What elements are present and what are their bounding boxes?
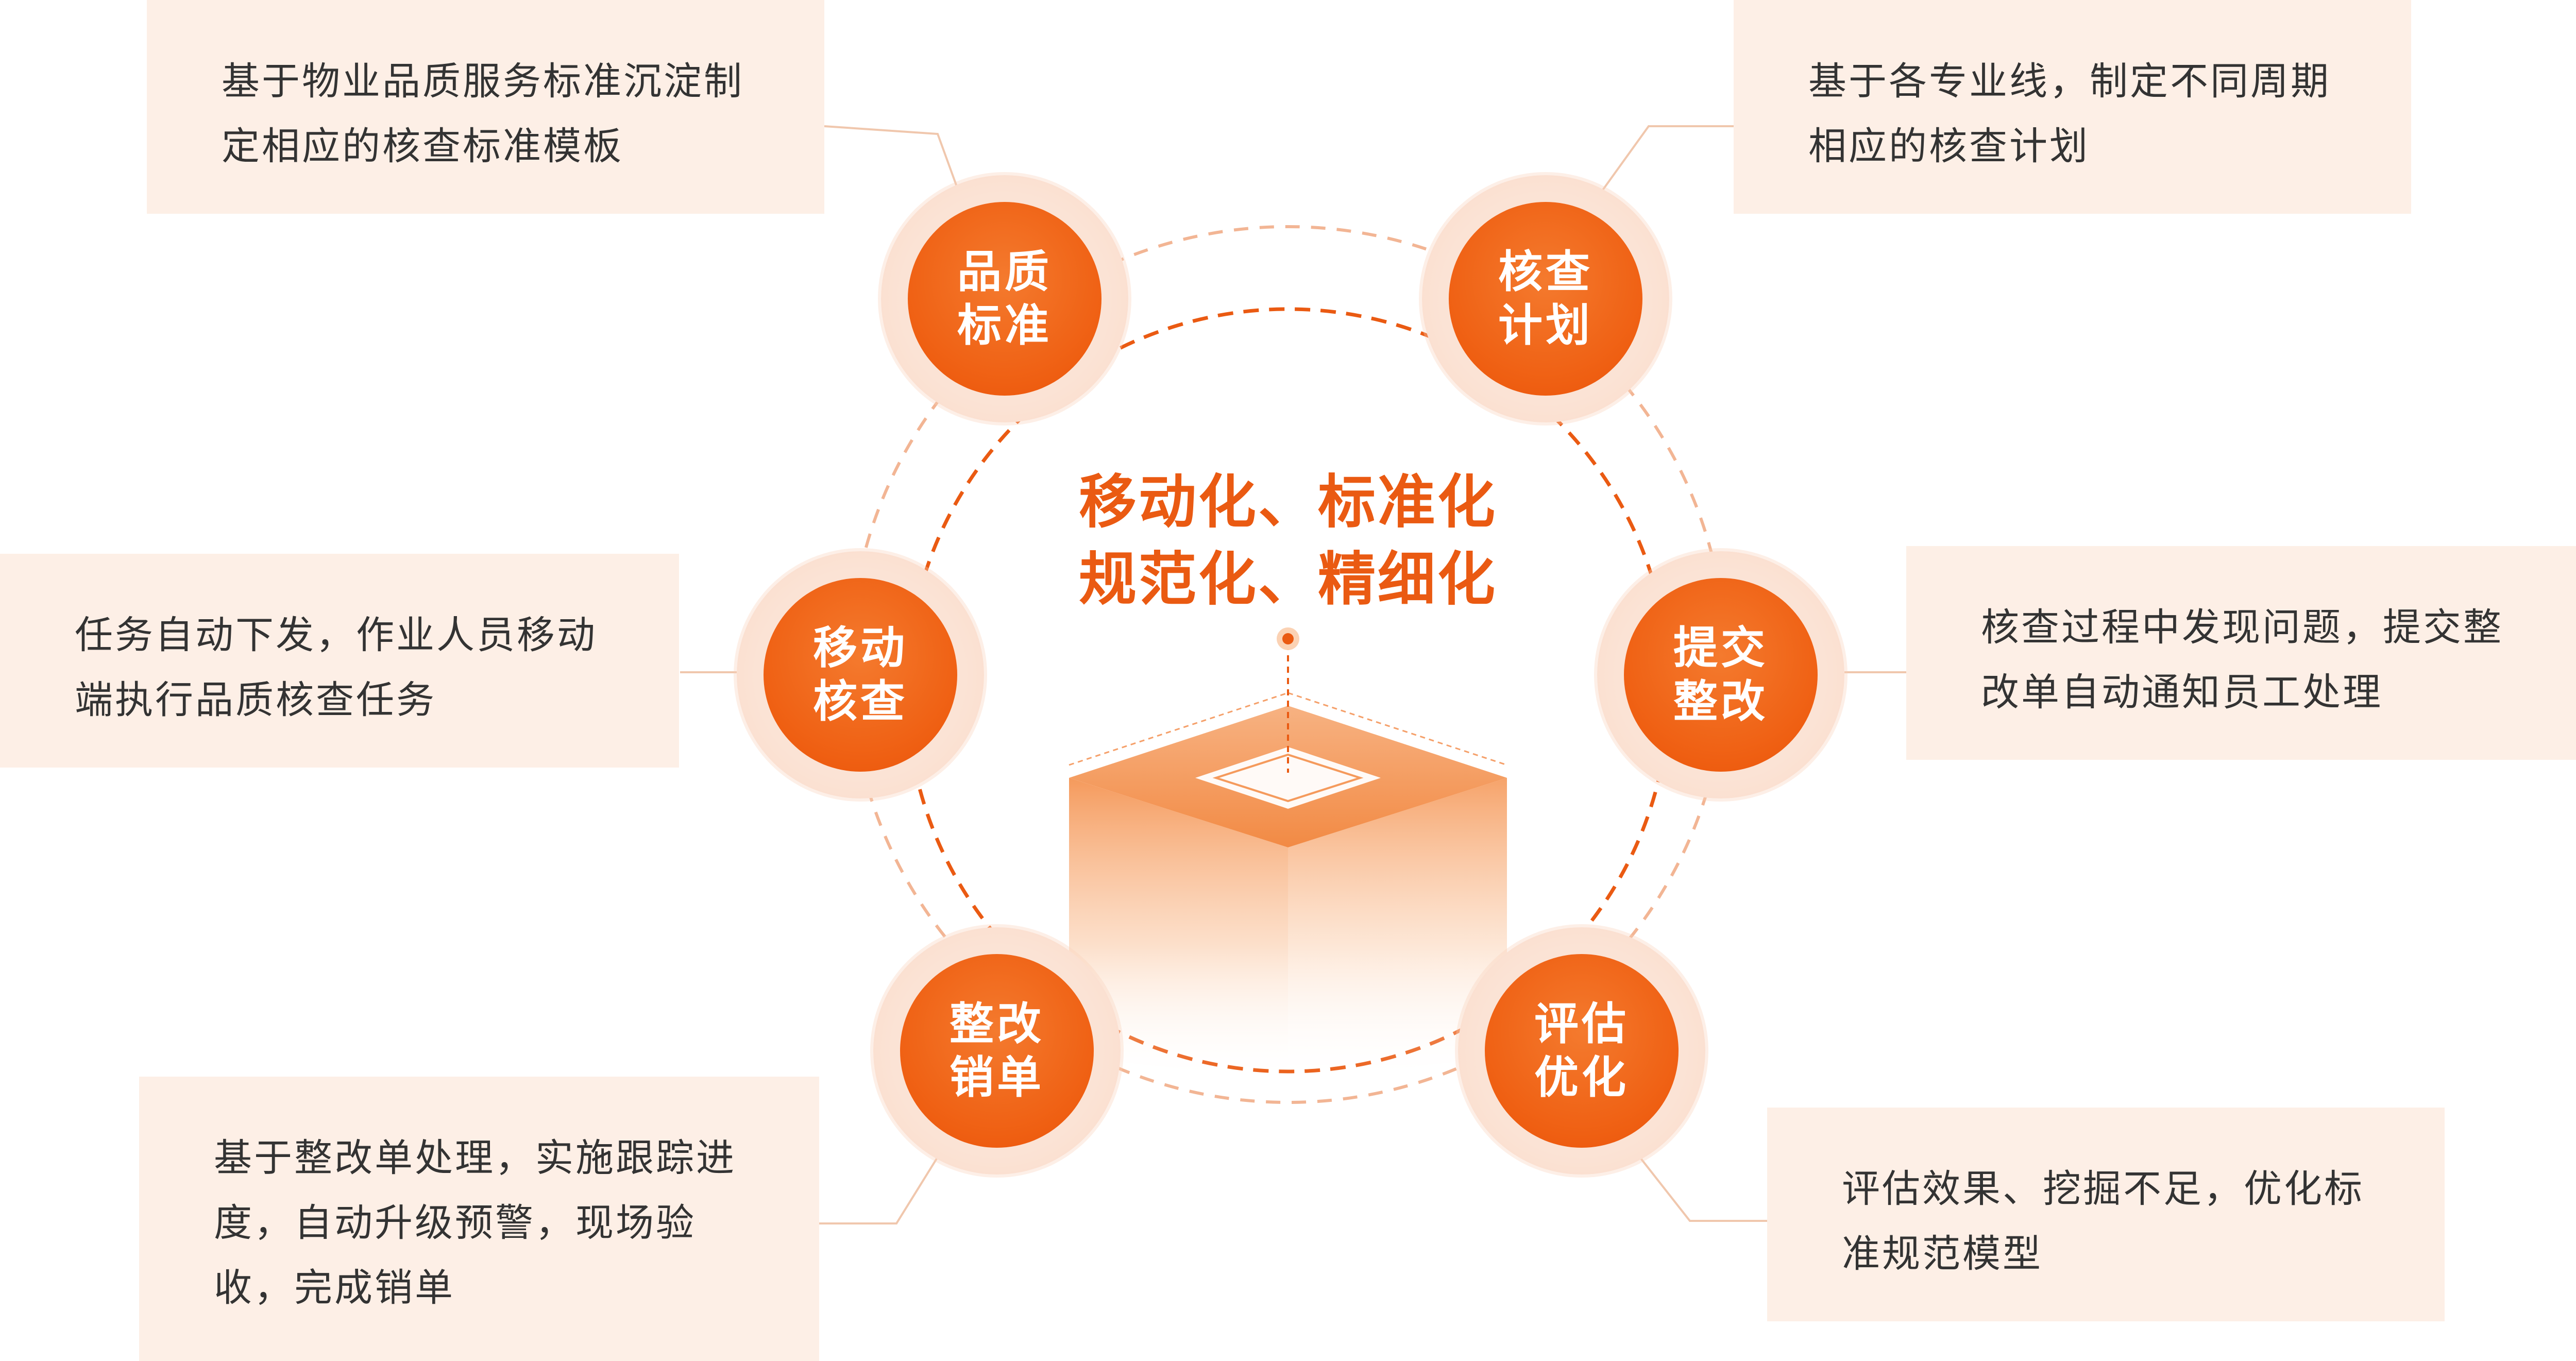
desc-line: 基于各专业线，制定不同周期 bbox=[1808, 59, 2331, 104]
node-evaluate-optimize[interactable]: 评估 优化 bbox=[1458, 927, 1705, 1175]
node-label-line2: 核查 bbox=[813, 676, 908, 727]
node-label-line1: 核查 bbox=[1498, 246, 1593, 298]
node-label-line1: 整改 bbox=[950, 998, 1044, 1050]
desc-line: 度，自动升级预警，现场验 bbox=[214, 1201, 696, 1245]
desc-line: 基于物业品质服务标准沉淀制 bbox=[222, 59, 744, 104]
node-label-line1: 评估 bbox=[1534, 998, 1629, 1050]
desc-evaluate-optimize: 评估效果、挖掘不足，优化标 准规范模型 bbox=[1767, 1108, 2445, 1321]
connector-rectify-close bbox=[819, 1148, 944, 1224]
connector-quality-standard bbox=[824, 125, 959, 191]
node-label-line2: 计划 bbox=[1498, 300, 1593, 351]
center-title-line2: 规范化、精细化 bbox=[1079, 546, 1497, 613]
connector-evaluate-optimize bbox=[1632, 1148, 1767, 1222]
desc-line: 核查过程中发现问题，提交整 bbox=[1981, 605, 2503, 650]
node-label-line1: 移动 bbox=[813, 622, 908, 674]
desc-mobile-check: 任务自动下发，作业人员移动 端执行品质核查任务 bbox=[0, 554, 679, 768]
node-rectify-close[interactable]: 整改 销单 bbox=[873, 927, 1121, 1175]
desc-line: 端执行品质核查任务 bbox=[75, 678, 436, 722]
node-label-line2: 销单 bbox=[950, 1052, 1044, 1103]
node-rectify-close-circle: 整改 销单 bbox=[900, 954, 1094, 1148]
node-label-line2: 优化 bbox=[1534, 1052, 1629, 1103]
desc-line: 任务自动下发，作业人员移动 bbox=[75, 613, 597, 657]
center-title: 移动化、标准化 规范化、精细化 bbox=[1072, 464, 1504, 618]
desc-line: 基于整改单处理，实施跟踪进 bbox=[214, 1136, 736, 1180]
desc-line: 相应的核查计划 bbox=[1808, 124, 2090, 168]
node-mobile-check[interactable]: 移动 核查 bbox=[737, 551, 984, 798]
node-mobile-check-circle: 移动 核查 bbox=[764, 578, 957, 772]
desc-line: 定相应的核查标准模板 bbox=[222, 124, 623, 168]
desc-quality-standard: 基于物业品质服务标准沉淀制 定相应的核查标准模板 bbox=[147, 0, 824, 214]
node-quality-standard-circle: 品质 标准 bbox=[908, 202, 1101, 396]
node-label-line1: 品质 bbox=[957, 246, 1052, 298]
node-quality-standard[interactable]: 品质 标准 bbox=[881, 175, 1128, 422]
node-check-plan[interactable]: 核查 计划 bbox=[1422, 175, 1669, 422]
node-label-line1: 提交 bbox=[1673, 622, 1768, 674]
node-label-line2: 整改 bbox=[1673, 676, 1768, 727]
node-submit-rectify-circle: 提交 整改 bbox=[1624, 578, 1818, 772]
desc-line: 准规范模型 bbox=[1842, 1232, 2043, 1276]
node-check-plan-circle: 核查 计划 bbox=[1449, 202, 1642, 396]
center-title-line1: 移动化、标准化 bbox=[1079, 469, 1497, 536]
desc-submit-rectify: 核查过程中发现问题，提交整 改单自动通知员工处理 bbox=[1906, 546, 2576, 760]
node-evaluate-optimize-circle: 评估 优化 bbox=[1485, 954, 1679, 1148]
node-submit-rectify[interactable]: 提交 整改 bbox=[1597, 551, 1844, 798]
connector-check-plan bbox=[1601, 125, 1734, 192]
desc-line: 评估效果、挖掘不足，优化标 bbox=[1842, 1167, 2364, 1211]
desc-check-plan: 基于各专业线，制定不同周期 相应的核查计划 bbox=[1734, 0, 2411, 214]
desc-rectify-close: 基于整改单处理，实施跟踪进 度，自动升级预警，现场验 收，完成销单 bbox=[139, 1077, 819, 1361]
node-label-line2: 标准 bbox=[957, 300, 1052, 351]
desc-line: 收，完成销单 bbox=[214, 1266, 455, 1310]
center-block-graphic bbox=[1069, 627, 1507, 1082]
desc-line: 改单自动通知员工处理 bbox=[1981, 670, 2383, 714]
